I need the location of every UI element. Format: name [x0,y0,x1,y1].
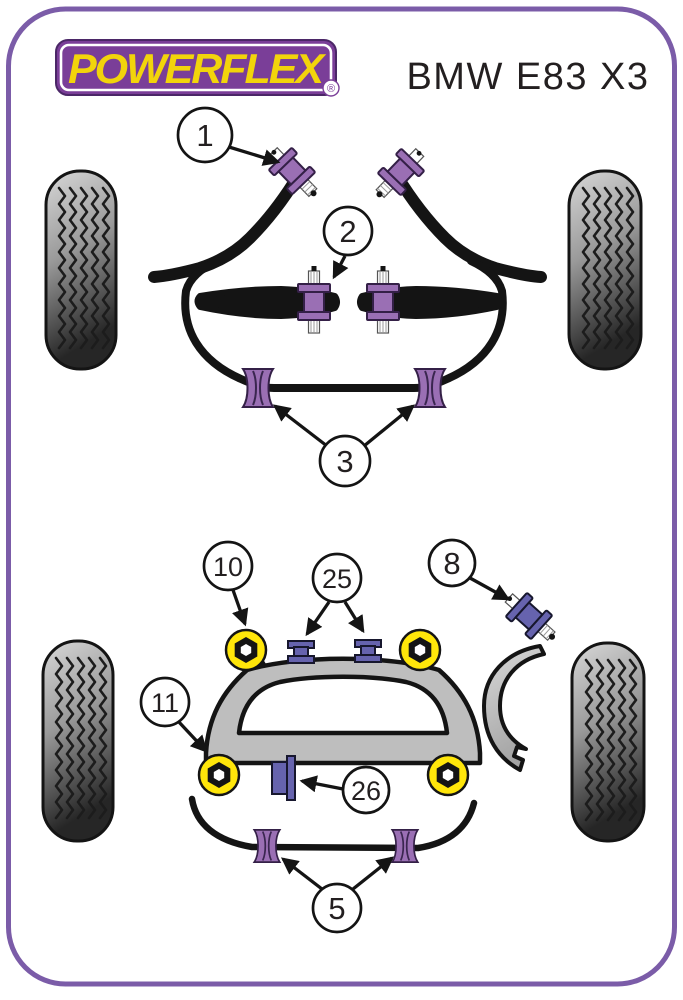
model-title: BMW E83 X3 [406,56,649,98]
front-control-arm-left [194,286,340,319]
front-drop-link-bushing-right [364,139,434,209]
callout-11-arrow [176,719,208,753]
tire-rear-right [570,641,646,843]
callout-26: 26 [299,765,391,815]
callout-3-circle [318,434,372,488]
callout-8-circle [427,538,477,588]
logo-text: POWERFLEX [68,45,327,92]
front-anti-roll-bar [181,257,507,392]
rear-subframe [203,656,483,766]
front-arb-bushing-left [242,368,274,408]
callout-2-label: 2 [339,214,356,249]
front-drop-link-left [148,170,304,283]
tire-front-left [44,169,118,371]
front-drop-link-right [391,170,547,283]
callout-2-circle [322,205,374,257]
subframe-mount-front-left [224,628,268,672]
page-border [6,6,677,987]
powerflex-logo: POWERFLEX ® [55,39,340,97]
callout-3-arrow-right [362,404,415,448]
logo-inner-border [59,43,333,92]
rear-suspension [188,584,566,864]
callout-11-circle [139,676,191,728]
rear-anti-roll-bar [188,795,478,852]
rear-arb-bushing-left [253,828,281,864]
registered-mark: ® [327,83,335,95]
callout-8: 8 [427,538,511,601]
tires [41,169,646,843]
front-suspension [148,138,547,408]
callout-5-arrow-right [351,856,395,891]
tire-front-right [567,169,643,371]
callout-11: 11 [139,676,208,753]
callout-3-arrow-left [272,404,329,448]
callout-5-label: 5 [328,891,345,926]
callout-3: 3 [272,404,415,488]
subframe-mount-front-right [398,628,442,672]
callout-1-circle [176,106,234,164]
rear-mount-bushing-26 [271,755,296,801]
callout-25-arrow-left [305,601,331,637]
rear-arb-bushing-right [391,828,419,864]
subframe-mount-rear-left [197,753,241,797]
callout-1-arrow [228,145,281,166]
callout-26-label: 26 [351,776,381,806]
rear-beam-bushing-left [287,640,315,664]
callout-25-arrow-right [343,601,365,634]
callout-2-arrow [332,255,349,280]
callout-2: 2 [322,205,374,280]
callout-5: 5 [280,856,395,934]
callout-1-label: 1 [196,118,213,153]
callout-3-label: 3 [336,444,353,479]
rear-beam-bushing-right [354,639,382,663]
callout-26-circle [341,765,391,815]
callout-26-arrow [299,775,344,793]
callout-8-arrow [469,576,511,601]
front-control-arm-right [357,286,503,319]
callout-10: 10 [202,540,254,627]
callout-5-circle [311,882,363,934]
callout-25-label: 25 [322,564,352,594]
callouts: 1 2 3 10 25 8 [139,106,511,934]
callout-25-circle [311,552,363,604]
front-arb-bushing-right [414,368,446,408]
callout-1: 1 [176,106,281,166]
callout-10-arrow [231,589,249,627]
front-drop-link-bushing-left [259,138,329,208]
callout-5-arrow-left [280,857,324,891]
logo-background [55,39,337,96]
subframe-mount-rear-right [426,753,470,797]
tire-rear-left [41,639,115,843]
callout-25: 25 [305,552,365,637]
callout-11-label: 11 [151,688,179,718]
rear-bracket [482,644,546,772]
callout-8-label: 8 [443,546,460,581]
registered-mark-circle [322,79,340,97]
callout-10-label: 10 [213,552,243,582]
rear-bracket-bushing [496,584,566,652]
header: POWERFLEX ® BMW E83 X3 [55,39,649,98]
callout-10-circle [202,540,254,592]
